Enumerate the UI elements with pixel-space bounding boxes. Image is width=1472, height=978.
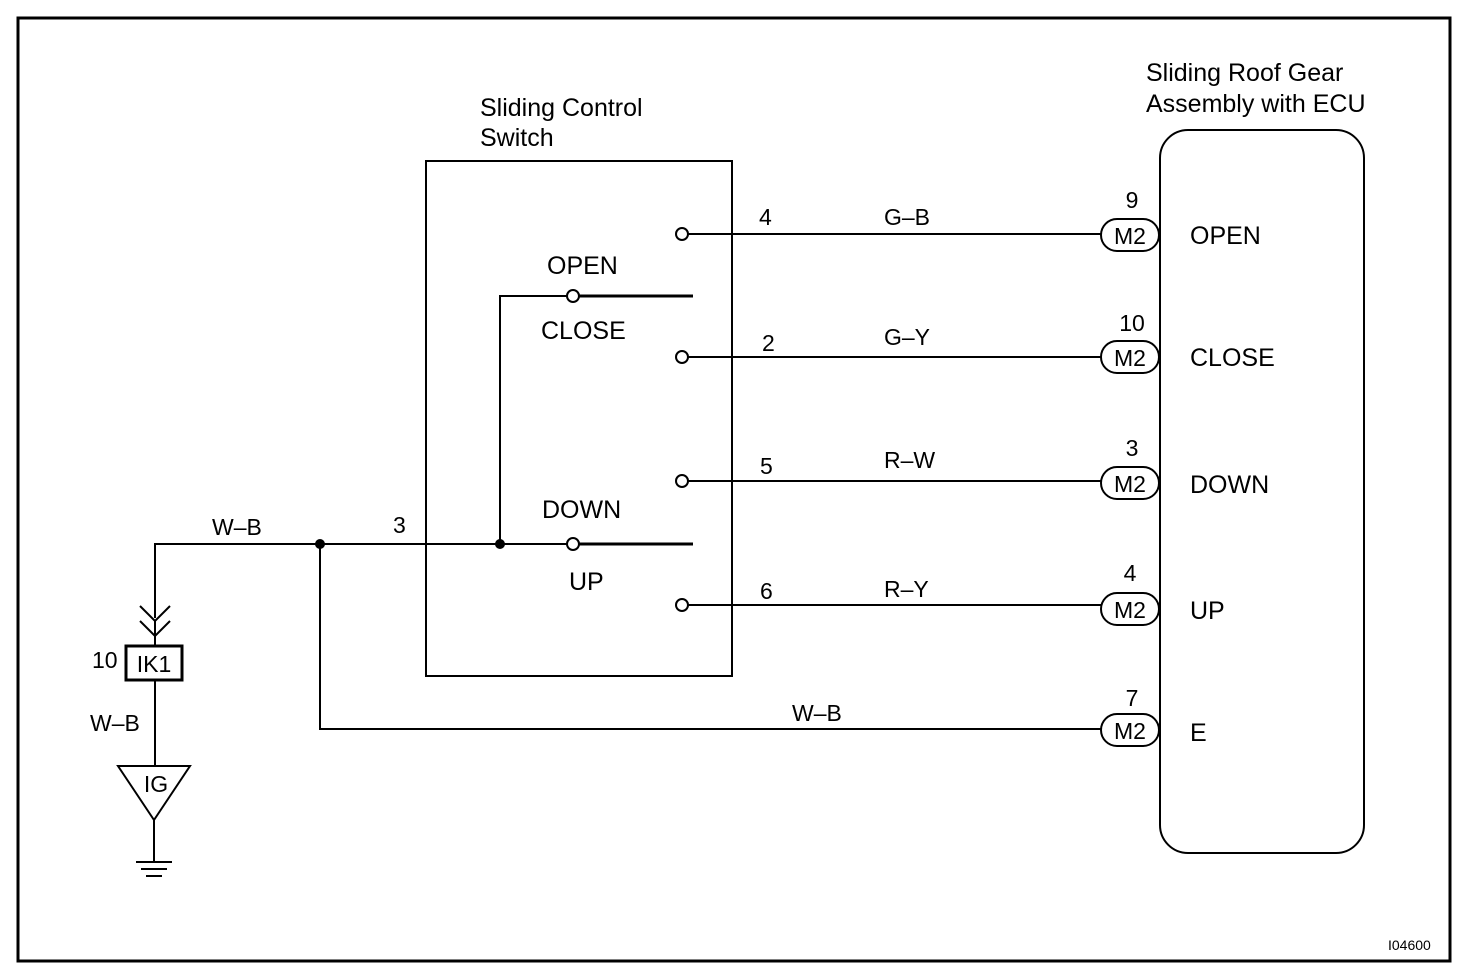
switch-pin-4: 4 bbox=[759, 204, 772, 230]
ecu-signal-up: UP bbox=[1190, 597, 1225, 625]
connector-open-label: M2 bbox=[1114, 223, 1146, 249]
connector-ik1-pin: 10 bbox=[92, 647, 118, 673]
circuit-down: 5 R–W M2 3 DOWN bbox=[688, 435, 1269, 500]
terminal-5-contact bbox=[675, 474, 689, 488]
terminal-6-contact bbox=[675, 598, 689, 612]
ecu-pin-3: 3 bbox=[1126, 435, 1139, 461]
ground-point-ig bbox=[116, 765, 192, 822]
switch-down-label: DOWN bbox=[542, 496, 621, 524]
wire-ground-e bbox=[319, 544, 1101, 730]
ecu-signal-open: OPEN bbox=[1190, 222, 1261, 250]
ecu-signal-e: E bbox=[1190, 719, 1207, 747]
connector-up-label: M2 bbox=[1114, 597, 1146, 623]
ground-symbol-icon bbox=[136, 861, 172, 877]
wire-color-down: R–W bbox=[884, 447, 935, 473]
wire-color-ground-e: W–B bbox=[792, 700, 842, 726]
ecu-signal-close: CLOSE bbox=[1190, 344, 1275, 372]
wire-color-up: R–Y bbox=[884, 576, 929, 602]
switch-up-label: UP bbox=[569, 568, 604, 596]
ecu-pin-4: 4 bbox=[1124, 560, 1137, 586]
switch-title-line2: Switch bbox=[480, 124, 554, 152]
ecu-body bbox=[1159, 129, 1365, 854]
connector-e bbox=[1100, 713, 1160, 747]
wire-color-ground-feed: W–B bbox=[212, 514, 262, 540]
figure-id: I04600 bbox=[1388, 937, 1431, 953]
circuit-close: 2 G–Y M2 10 CLOSE bbox=[688, 310, 1275, 374]
junction-dot-ground bbox=[315, 539, 325, 549]
connector-e-label: M2 bbox=[1114, 718, 1146, 744]
terminal-4-contact bbox=[675, 227, 689, 241]
circuit-open: 4 G–B M2 9 OPEN bbox=[688, 187, 1261, 252]
ecu-pin-7: 7 bbox=[1126, 685, 1139, 711]
ecu-pin-9: 9 bbox=[1126, 187, 1139, 213]
connector-close-label: M2 bbox=[1114, 345, 1146, 371]
switch-open-label: OPEN bbox=[547, 252, 618, 280]
sliding-roof-ecu: Sliding Roof Gear Assembly with ECU bbox=[1146, 59, 1366, 854]
switch-close-label: CLOSE bbox=[541, 317, 626, 345]
switch-title-line1: Sliding Control bbox=[480, 94, 643, 122]
connector-down-label: M2 bbox=[1114, 471, 1146, 497]
switch-pin-6: 6 bbox=[760, 578, 773, 604]
connector-ik1 bbox=[124, 644, 184, 682]
diagram-frame bbox=[16, 16, 1452, 963]
circuit-up: 6 R–Y M2 4 UP bbox=[688, 560, 1225, 626]
switch-common-pin: 3 bbox=[393, 512, 406, 538]
wire-ground-feed bbox=[154, 543, 500, 618]
connector-close bbox=[1100, 340, 1160, 374]
connector-up bbox=[1100, 592, 1160, 626]
switch-pin-2: 2 bbox=[762, 330, 775, 356]
ground-point-ig-label: IG bbox=[144, 771, 168, 797]
open-close-wiper-contact bbox=[566, 289, 580, 303]
ecu-pin-10: 10 bbox=[1119, 310, 1145, 336]
switch-pin-5: 5 bbox=[760, 453, 773, 479]
connector-open bbox=[1100, 218, 1160, 252]
wire-color-close: G–Y bbox=[884, 324, 930, 350]
connector-ik1-label: IK1 bbox=[137, 651, 172, 677]
switch-body bbox=[425, 160, 733, 677]
ecu-signal-down: DOWN bbox=[1190, 471, 1269, 499]
sliding-control-switch: Sliding Control Switch OPEN CLOSE DOWN U… bbox=[393, 94, 733, 677]
ecu-title-line1: Sliding Roof Gear bbox=[1146, 59, 1343, 87]
connector-down bbox=[1100, 466, 1160, 500]
ground-feed: W–B IK1 10 W–B IG bbox=[90, 514, 500, 877]
wire-color-open: G–B bbox=[884, 204, 930, 230]
open-close-wiper-wire bbox=[499, 295, 567, 544]
ecu-title-line2: Assembly with ECU bbox=[1146, 90, 1366, 118]
circuit-ground: W–B M2 7 E bbox=[319, 544, 1207, 747]
wire-color-ik1-to-ig: W–B bbox=[90, 710, 140, 736]
down-up-wiper-contact bbox=[566, 537, 580, 551]
terminal-2-contact bbox=[675, 350, 689, 364]
